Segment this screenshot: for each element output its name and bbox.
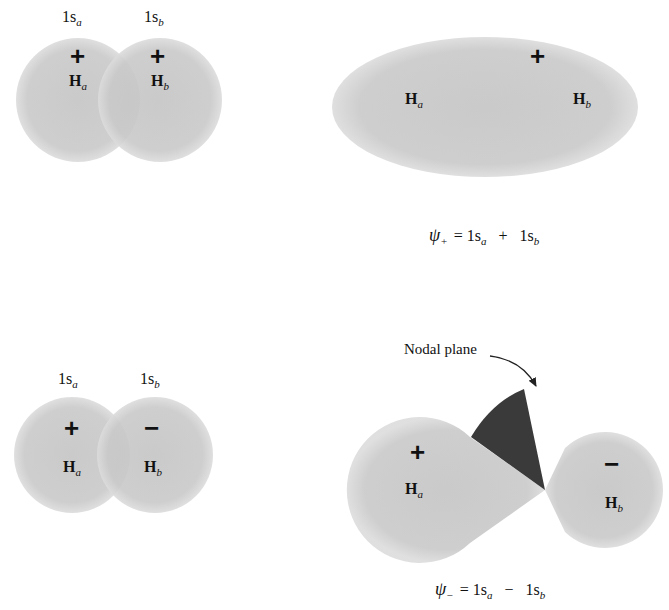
subscript: b <box>585 98 591 110</box>
orbital-cloud <box>347 417 545 563</box>
subscript: a <box>76 16 82 28</box>
orbital-cloud <box>545 432 663 548</box>
orbital-cloud <box>332 37 638 177</box>
orbital-label: 1s <box>140 370 154 387</box>
sign-symbol: + <box>530 41 545 71</box>
text-row: + <box>64 414 79 443</box>
subscript: a <box>75 466 81 478</box>
text-row: Ha <box>69 72 87 92</box>
sign-symbol: − <box>604 449 619 479</box>
orbital-node: + Ha <box>345 415 547 565</box>
orbital-node: 1sb+Hb <box>96 36 224 164</box>
subscript: b <box>617 502 623 514</box>
atom-label: H <box>605 494 617 511</box>
psi-symbol: ψ <box>435 579 446 599</box>
orbital-label: + <box>498 227 507 244</box>
atom-label: H <box>405 480 417 497</box>
text-row: Ha <box>405 480 423 500</box>
wavefunction-formula: ψ−= 1sa−1sb <box>435 580 545 601</box>
leader-arrow <box>490 356 536 386</box>
text-row: Hb <box>151 72 169 92</box>
text-row: Hb <box>573 90 591 110</box>
orbital-cloud <box>98 38 222 162</box>
text-row: 1sa <box>58 370 78 390</box>
subscript: a <box>481 235 487 247</box>
subscript: a <box>417 488 423 500</box>
subscript: a <box>72 378 78 390</box>
orbital-node: − Hb <box>543 430 667 550</box>
orbital-label: 1s <box>62 8 76 25</box>
orbital-node: +HaHb <box>330 35 640 179</box>
text-row: 1sb <box>140 370 160 390</box>
orbital-label: = 1s <box>460 581 487 598</box>
atom-label: H <box>151 72 163 89</box>
atom-label: H <box>63 458 75 475</box>
subscript: − <box>446 589 453 601</box>
text-row: Hb <box>144 458 162 478</box>
orbital-label: 1s <box>525 581 539 598</box>
orbital-shape <box>543 430 667 550</box>
text-row: Ha <box>405 90 423 110</box>
atom-label: H <box>405 90 417 107</box>
text-row: − <box>144 414 159 443</box>
sign-symbol: + <box>70 41 85 71</box>
text-row: + <box>150 42 165 71</box>
text-row: 1sa <box>62 8 82 28</box>
orbital-label: 1s <box>58 370 72 387</box>
subscript: b <box>154 378 160 390</box>
subscript: b <box>163 80 169 92</box>
orbital-node: 1sb−Hb <box>95 395 215 515</box>
text-row: + <box>530 42 545 71</box>
subscript: b <box>156 466 162 478</box>
text-row: 1sb <box>144 8 164 28</box>
callout-label: Nodal plane <box>404 341 477 357</box>
orbital-cloud <box>97 397 213 513</box>
wavefunction-formula: ψ+= 1sa+1sb <box>429 226 539 247</box>
orbital-shape <box>345 415 547 565</box>
orbital-shape <box>330 35 640 179</box>
subscript: a <box>487 589 493 601</box>
orbital-label: 1s <box>144 8 158 25</box>
text-row: Ha <box>63 458 81 478</box>
atom-label: H <box>144 458 156 475</box>
text-row: − <box>604 450 619 479</box>
text-row: + <box>410 438 425 467</box>
orbital-label: − <box>504 581 513 598</box>
nodal-plane-shading <box>471 389 545 490</box>
subscript: a <box>81 80 87 92</box>
sign-symbol: + <box>64 413 79 443</box>
subscript: + <box>440 235 447 247</box>
sign-symbol: + <box>410 437 425 467</box>
orbital-label: 1s <box>519 227 533 244</box>
sign-symbol: − <box>144 413 159 443</box>
atom-label: H <box>573 90 585 107</box>
text-row: Hb <box>605 494 623 514</box>
subscript: b <box>534 235 540 247</box>
sign-symbol: + <box>150 41 165 71</box>
subscript: a <box>417 98 423 110</box>
subscript: b <box>540 589 546 601</box>
atom-label: H <box>69 72 81 89</box>
psi-symbol: ψ <box>429 225 440 245</box>
callout-label: Nodal plane <box>404 340 477 358</box>
text-row: + <box>70 42 85 71</box>
subscript: b <box>158 16 164 28</box>
orbital-label: = 1s <box>454 227 481 244</box>
